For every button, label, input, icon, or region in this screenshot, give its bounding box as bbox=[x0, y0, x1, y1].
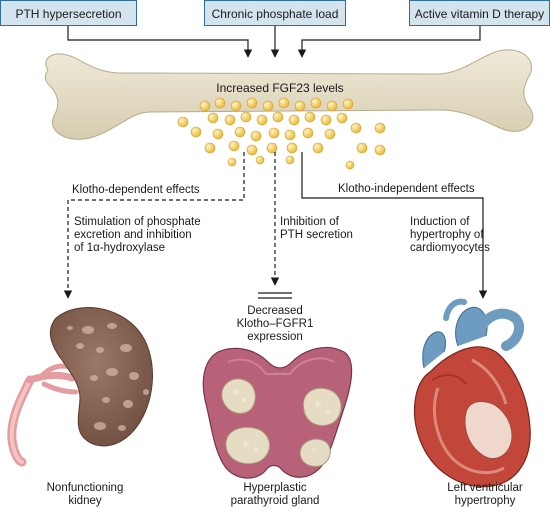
klotho-dependent-label: Klotho-dependent effects bbox=[72, 184, 200, 196]
decreased-line-1: Decreased bbox=[247, 305, 303, 317]
chronic-phosphate-load-label: Chronic phosphate load bbox=[211, 7, 339, 21]
parathyroid-caption: Hyperplastic parathyroid gland bbox=[205, 482, 345, 508]
kidney-effect-line-1: Stimulation of phosphate bbox=[74, 216, 201, 228]
decreased-klotho-text: Decreased Klotho–FGFR1 expression bbox=[215, 305, 335, 344]
kidney-effect-line-3: of 1α-hydroxylase bbox=[74, 242, 166, 254]
decreased-line-2: Klotho–FGFR1 bbox=[236, 318, 314, 330]
kidney-caption: Nonfunctioning kidney bbox=[25, 482, 145, 508]
bone-shape bbox=[44, 49, 534, 140]
fgf23-particles bbox=[177, 97, 386, 170]
active-vitamin-d-label: Active vitamin D therapy bbox=[414, 7, 545, 21]
heart-caption-line-2: hypertrophy bbox=[454, 495, 516, 507]
chronic-phosphate-load-box: Chronic phosphate load bbox=[204, 0, 346, 26]
heart-effect-text: Induction of hypertrophy of cardiomyocyt… bbox=[410, 216, 520, 255]
parathyroid-caption-line-1: Hyperplastic bbox=[243, 482, 307, 494]
decreased-line-3: expression bbox=[247, 331, 303, 343]
kidney-effect-text: Stimulation of phosphate excretion and i… bbox=[74, 216, 244, 255]
kidney-illustration bbox=[7, 307, 153, 467]
heart-effect-line-2: hypertrophy of bbox=[410, 229, 484, 241]
kidney-caption-line-2: kidney bbox=[68, 495, 102, 507]
heart-illustration bbox=[413, 298, 531, 488]
input-arrows bbox=[67, 26, 481, 58]
heart-caption-line-1: Left ventricular bbox=[447, 482, 523, 494]
pth-effect-line-2: PTH secretion bbox=[280, 229, 353, 241]
pth-effect-line-1: Inhibition of bbox=[280, 216, 339, 228]
pth-hypersecretion-label: PTH hypersecretion bbox=[15, 7, 122, 21]
pth-effect-text: Inhibition of PTH secretion bbox=[280, 216, 380, 242]
pth-hypersecretion-box: PTH hypersecretion bbox=[0, 0, 137, 26]
parathyroid-illustration bbox=[202, 347, 353, 479]
kidney-effect-line-2: excretion and inhibition bbox=[74, 229, 192, 241]
kidney-caption-line-1: Nonfunctioning bbox=[46, 482, 124, 494]
pathway-lines bbox=[63, 152, 488, 299]
active-vitamin-d-box: Active vitamin D therapy bbox=[409, 0, 550, 26]
fgf23-label: Increased FGF23 levels bbox=[216, 81, 344, 95]
heart-effect-line-1: Induction of bbox=[410, 216, 470, 228]
parathyroid-caption-line-2: parathyroid gland bbox=[230, 495, 320, 507]
heart-effect-line-3: cardiomyocytes bbox=[410, 242, 490, 254]
klotho-independent-label: Klotho-independent effects bbox=[338, 183, 475, 195]
inhibition-bar bbox=[258, 292, 292, 299]
heart-caption: Left ventricular hypertrophy bbox=[425, 482, 545, 508]
